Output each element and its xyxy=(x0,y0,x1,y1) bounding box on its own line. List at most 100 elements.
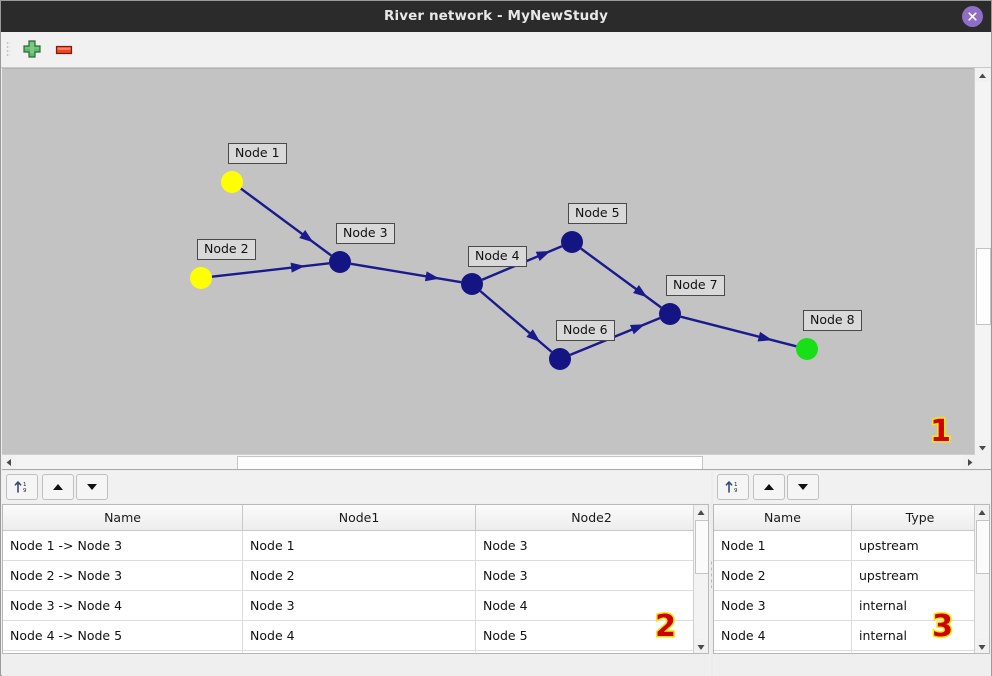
reach-scroll-thumb[interactable] xyxy=(695,520,708,574)
close-icon[interactable] xyxy=(962,6,983,27)
reach-cell[interactable]: Node 4 xyxy=(242,620,476,651)
scroll-left-icon[interactable] xyxy=(2,455,16,470)
network-graph-svg xyxy=(190,171,818,370)
reach-cell[interactable]: Node 3 xyxy=(475,560,708,591)
edge-Node2-Node3[interactable] xyxy=(211,262,330,278)
reach-cell[interactable]: Node 4 -> Node 5 xyxy=(3,620,244,651)
reach-cell[interactable]: Node 3 -> Node 4 xyxy=(3,590,244,621)
reach-column-header[interactable]: Node2 xyxy=(475,505,708,531)
reach-scroll-down-icon[interactable] xyxy=(694,639,708,653)
node-column-header[interactable]: Name xyxy=(714,505,852,531)
node-cell[interactable]: Node 1 xyxy=(714,530,852,561)
graph-node-label-node-7[interactable]: Node 7 xyxy=(666,275,725,296)
graph-node-node-7[interactable] xyxy=(659,303,681,325)
reach-cell[interactable]: Node 5 xyxy=(475,620,708,651)
graph-node-node-5[interactable] xyxy=(561,231,583,253)
reach-cell[interactable]: Node 2 xyxy=(242,560,476,591)
graph-node-node-4[interactable] xyxy=(461,273,483,295)
reach-cell[interactable]: Node 2 -> Node 3 xyxy=(3,560,244,591)
reach-column-header[interactable]: Name xyxy=(3,505,244,531)
graph-node-node-1[interactable] xyxy=(221,171,243,193)
scroll-down-icon[interactable] xyxy=(975,440,990,454)
reach-scroll-up-icon[interactable] xyxy=(694,505,708,519)
graph-node-label-node-5[interactable]: Node 5 xyxy=(568,203,627,224)
edge-arrow xyxy=(290,262,306,273)
vertical-splitter[interactable] xyxy=(709,471,713,676)
reach-column-header[interactable]: Node1 xyxy=(242,505,476,531)
scroll-up-icon[interactable] xyxy=(975,68,990,82)
graph-node-label-node-4[interactable]: Node 4 xyxy=(468,246,527,267)
toolbar-grip[interactable] xyxy=(6,41,10,58)
node-cell[interactable]: upstream xyxy=(851,530,989,561)
reach-cell[interactable]: Node 3 xyxy=(242,590,476,621)
node-scroll-thumb[interactable] xyxy=(976,520,989,574)
edge-Node3-Node4[interactable] xyxy=(350,262,462,284)
reach-cell-empty xyxy=(242,650,476,653)
graph-node-label-node-8[interactable]: Node 8 xyxy=(803,310,862,331)
node-cell[interactable]: Node 3 xyxy=(714,590,852,621)
node-cell[interactable]: Node 4 xyxy=(714,620,852,651)
graph-node-label-node-3[interactable]: Node 3 xyxy=(336,223,395,244)
graph-vertical-scrollbar[interactable] xyxy=(974,68,991,454)
graph-node-node-6[interactable] xyxy=(549,348,571,370)
main-toolbar xyxy=(1,32,991,68)
move-reach-down-button[interactable] xyxy=(76,474,108,500)
move-node-down-button[interactable] xyxy=(787,474,819,500)
network-graph-canvas[interactable]: Node 1 Node 2 Node 3 Node 4 Node 5 Node 6 Node… xyxy=(2,68,977,455)
graph-vscroll-thumb[interactable] xyxy=(976,248,991,325)
graph-node-node-2[interactable] xyxy=(190,267,212,289)
node-cell[interactable]: internal xyxy=(851,620,989,651)
node-scroll-up-icon[interactable] xyxy=(975,505,989,519)
reach-cell[interactable]: Node 1 -> Node 3 xyxy=(3,530,244,561)
node-cell[interactable]: internal xyxy=(851,590,989,621)
graph-node-label-node-1[interactable]: Node 1 xyxy=(228,143,287,164)
reach-cell[interactable]: Node 1 xyxy=(242,530,476,561)
node-cell[interactable]: upstream xyxy=(851,560,989,591)
annotation-3: 3 xyxy=(931,608,955,646)
edge-Node5-Node7[interactable] xyxy=(580,247,662,309)
reach-cell[interactable]: Node 4 xyxy=(475,590,708,621)
edge-arrow xyxy=(299,229,314,243)
vertical-splitter-grip[interactable] xyxy=(709,559,713,588)
edge-Node1-Node3[interactable] xyxy=(240,187,332,257)
table-row-empty[interactable] xyxy=(3,650,708,653)
graph-node-label-node-6[interactable]: Node 6 xyxy=(556,320,615,341)
edge-Node7-Node8[interactable] xyxy=(680,315,797,348)
graph-node-label-node-2[interactable]: Node 2 xyxy=(197,239,256,260)
graph-node-node-3[interactable] xyxy=(329,251,351,273)
edge-Node4-Node6[interactable] xyxy=(479,290,553,353)
edge-Node6-Node7[interactable] xyxy=(569,317,661,356)
sort-reaches-button[interactable]: 1 9 xyxy=(6,474,38,500)
move-reach-up-button[interactable] xyxy=(42,474,74,500)
node-scroll-down-icon[interactable] xyxy=(975,639,989,653)
edge-layer xyxy=(211,187,797,356)
reach-cell[interactable]: Node 3 xyxy=(475,530,708,561)
node-cell[interactable]: Node 2 xyxy=(714,560,852,591)
graph-horizontal-scrollbar[interactable] xyxy=(2,454,977,471)
add-node-button[interactable] xyxy=(21,39,43,60)
node-column-header[interactable]: Type xyxy=(851,505,989,531)
move-node-up-button[interactable] xyxy=(753,474,785,500)
graph-node-node-8[interactable] xyxy=(796,338,818,360)
title-bar: River network - MyNewStudy xyxy=(1,1,991,32)
table-row-empty[interactable] xyxy=(714,650,989,653)
delete-node-button[interactable] xyxy=(53,39,75,60)
reach-table-scrollbar[interactable] xyxy=(693,505,708,653)
sort-nodes-button[interactable]: 1 9 xyxy=(717,474,749,500)
edge-arrow xyxy=(630,324,645,335)
scroll-right-icon[interactable] xyxy=(963,455,977,470)
node-table-scrollbar[interactable] xyxy=(974,505,989,653)
